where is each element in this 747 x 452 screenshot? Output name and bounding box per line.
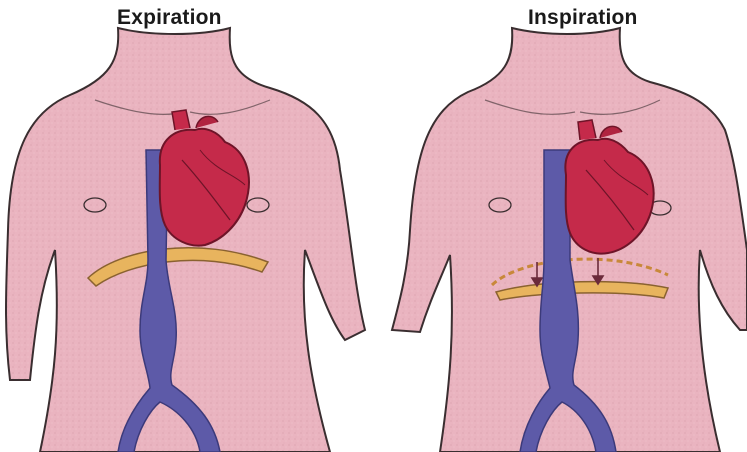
inspiration-panel xyxy=(392,28,747,452)
expiration-panel xyxy=(6,28,365,452)
